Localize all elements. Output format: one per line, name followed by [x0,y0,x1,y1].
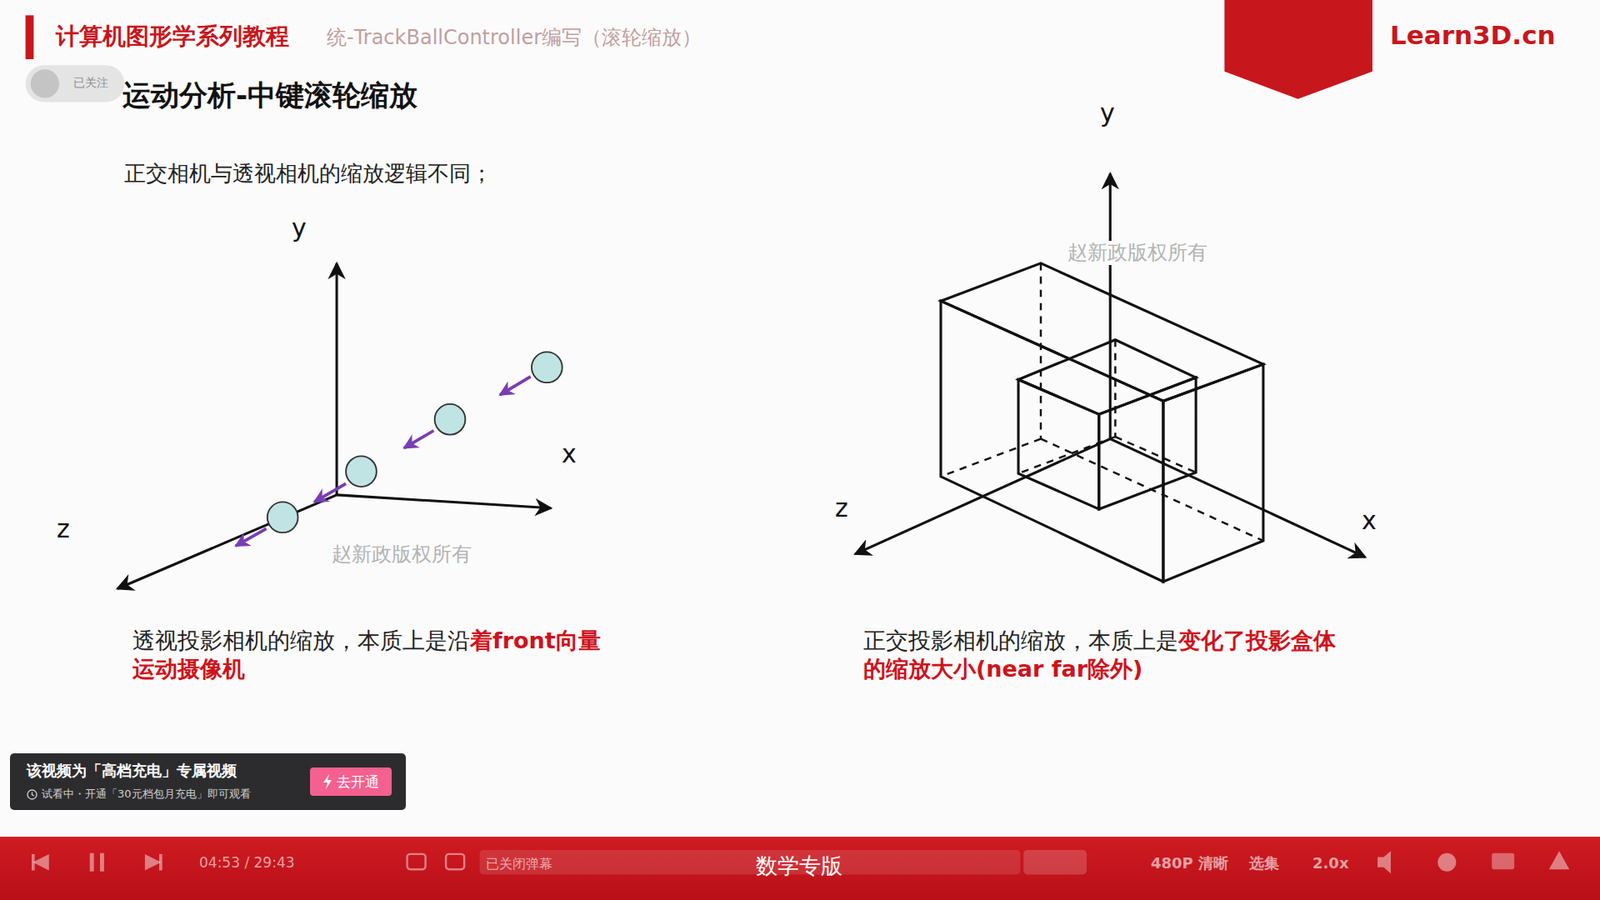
header-decoration-part [25,15,35,60]
player-bar-part [0,836,1600,900]
player-bar-part [407,854,465,870]
player-bar-part-part [32,854,50,871]
follow-badge: 已关注 [73,75,109,90]
watermark: 赵新政版权所有 [1065,240,1210,265]
player-bar-part-part [1491,853,1515,870]
player-bar-part-part [480,850,1021,875]
scaled-box-part-part [1114,340,1116,437]
projection-box-part [940,263,1264,401]
scaled-box-part-part [1115,436,1196,473]
lightning-icon [322,774,333,790]
camera-positions [267,351,563,533]
danmaku-input: 已关闭弹幕 [485,855,553,872]
front-arrows-part [235,528,267,546]
scaled-box-part [1018,340,1196,415]
header-decoration-part [30,69,60,98]
projection-box-part-part [1040,263,1042,440]
scaled-box-part [1018,380,1100,510]
scaled-box-part-part [1018,436,1115,474]
clock-icon [27,790,37,800]
player-bar-part-part [1437,853,1456,872]
caption-block: 透视投影相机的缩放，本质上是沿着front向量运动摄像机 [132,626,612,684]
ortho-axes-part [1110,439,1365,558]
camera-positions-part [531,351,563,383]
caption-text: 正交投影相机的缩放，本质上是 [863,627,1179,654]
front-arrows [235,376,531,546]
scaled-box [1018,340,1196,510]
player-bar-part-part [31,854,35,871]
axis-label: y [1100,98,1115,129]
player-bar-part-part [90,853,95,872]
player-bar-part-part [1377,850,1391,874]
clock-icon [26,789,38,800]
scaled-box-part [1099,377,1196,510]
front-arrows-part [404,430,435,449]
slide-title: 运动分析-中键滚轮缩放 [122,78,418,113]
site-logo: Learn3D.cn [1390,20,1556,51]
perspective-axes-part [117,495,337,590]
series-heading: 计算机图形学系列教程 [55,22,290,51]
axis-label: z [56,514,70,545]
projection-box-part [940,263,1264,541]
open-button: 去开通 [310,767,392,796]
camera-positions-part [435,404,466,435]
quality-button: 480P 清晰 [1150,854,1229,873]
caption-block: 正交投影相机的缩放，本质上是变化了投影盒体的缩放大小(near far除外) [863,626,1343,684]
ortho-axes-part [1109,173,1112,439]
player-bar-part-part [1549,850,1570,870]
slide-subtitle: 正交相机与透视相机的缩放逻辑不同； [124,160,493,187]
perspective-axes-part [336,495,551,509]
paywall-popup: 该视频为「高档充电」专属视频试看中・开通「30元档包月充电」即可观看 去开通 [10,753,406,810]
camera-positions-part [267,501,299,533]
player-bar-part-part [159,854,163,871]
watermark: 赵新政版权所有 [329,542,475,567]
lightning-icon [323,774,332,790]
camera-positions-part [345,455,377,487]
projection-box [940,263,1264,582]
axis-label: y [291,213,307,244]
axis-label: x [561,439,577,470]
header-decoration-part [25,65,125,102]
player-bar [0,836,1600,900]
projection-box-part [1163,364,1264,582]
header-decoration-part [1224,0,1373,100]
clock-icon [32,792,35,797]
axis-label: z [835,493,849,524]
perspective-axes-part [335,263,339,495]
popup-note: 试看中・开通「30元档包月充电」即可观看 [41,786,251,802]
button-label: 去开通 [336,772,380,792]
popup-heading: 该视频为「高档充电」专属视频 [26,760,237,781]
player-bar-part-part [407,854,426,870]
speed-button: 2.0x [1312,854,1350,873]
player-bar-part-part [100,853,105,872]
front-arrows-part [314,483,346,502]
projection-box-part [940,300,1164,582]
player-bar-part-part [1023,850,1087,875]
player-bar-part-part [145,854,162,871]
scaled-box-part [1018,340,1196,474]
episode-button: 选集 [1249,854,1280,873]
ortho-axes [855,173,1365,557]
axis-label: x [1361,505,1377,536]
caption-text: 透视投影相机的缩放，本质上是沿 [132,627,470,654]
front-arrows-part [500,376,531,395]
time-display: 04:53 / 29:43 [199,854,295,871]
player-bar-part-part [445,854,465,870]
perspective-axes [117,263,551,590]
bar-banner: 数学专版 [755,853,843,880]
video-title: 统-TrackBallController编写（滚轮缩放） [326,25,702,50]
